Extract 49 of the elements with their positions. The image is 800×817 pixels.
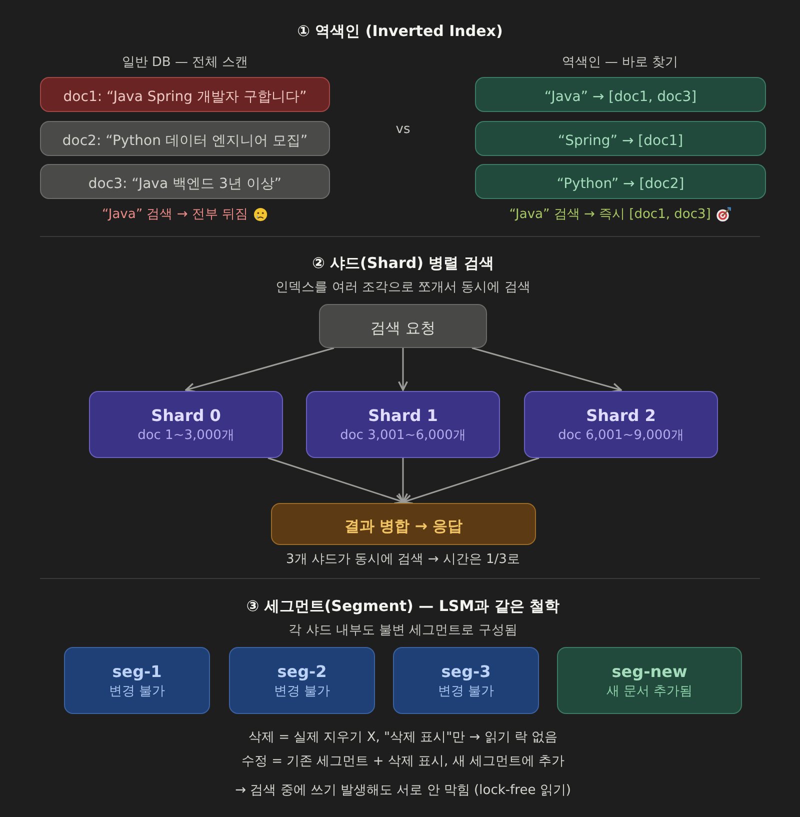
arrow [268, 457, 404, 504]
segment-name: seg-new [612, 660, 688, 682]
note: 삭제 = 실제 지우기 X, "삭제 표시"만 → 읽기 락 없음 [248, 729, 558, 746]
arrow [402, 457, 540, 504]
doc-range: doc 1~3,000개 [138, 426, 234, 444]
merge-box: 결과 병합 → 응답 [271, 503, 536, 545]
segment-name: seg-2 [277, 660, 327, 682]
caption: “Java” 검색 → 즉시 [doc1, doc3] [509, 206, 711, 223]
arrow [398, 458, 408, 503]
subheading: 역색인 — 바로 찾기 [562, 54, 678, 71]
document-box: doc2: “Python 데이터 엔지니어 모집” [40, 121, 330, 156]
shard-box [306, 391, 500, 458]
arrow [185, 347, 334, 393]
shard-title: Shard 1 [368, 404, 438, 426]
segment-name: seg-1 [112, 660, 162, 682]
heading: ② 샤드(Shard) 병렬 검색 [312, 254, 494, 273]
heading: ③ 세그먼트(Segment) — LSM과 같은 철학 [246, 597, 560, 616]
doc-range: doc 3,001~6,000개 [340, 426, 466, 444]
caption: 3개 샤드가 동시에 검색 → 시간은 1/3로 [286, 551, 520, 568]
vs-label: vs [396, 122, 410, 137]
segment-box [64, 647, 210, 714]
shard-box [524, 391, 718, 458]
note: → 검색 중에 쓰기 발생해도 서로 안 막힘 (lock-free 읽기) [235, 782, 571, 799]
segment-status: 변경 불가 [108, 682, 166, 700]
segment-status: 새 문서 추가됨 [606, 682, 693, 700]
doc-range: doc 6,001~9,000개 [558, 426, 684, 444]
subheading: 일반 DB — 전체 스캔 [122, 54, 248, 71]
shard-title: Shard 2 [586, 404, 656, 426]
shard-title: Shard 0 [151, 404, 221, 426]
segment-name: seg-3 [441, 660, 491, 682]
segment-status: 변경 불가 [438, 682, 494, 700]
arrow [472, 347, 622, 393]
segment-status: 변경 불가 [274, 682, 330, 700]
shard-box [89, 391, 283, 458]
caption: “Java” 검색 → 전부 뒤짐 [102, 206, 248, 223]
heading: ① 역색인 (Inverted Index) [297, 22, 503, 41]
arrow [398, 348, 408, 391]
subheading: 인덱스를 여러 조각으로 쪼개서 동시에 검색 [276, 279, 530, 296]
index-entry-box: “Spring” → [doc1] [475, 121, 766, 156]
index-entry-box: “Java” → [doc1, doc3] [475, 77, 766, 112]
index-entry-box: “Python” → [doc2] [475, 164, 766, 199]
request-box: 검색 요청 [319, 304, 487, 348]
document-box: doc1: “Java Spring 개발자 구합니다” [40, 77, 330, 112]
segment-box [393, 647, 539, 714]
subheading: 각 샤드 내부도 불변 세그먼트로 구성됨 [288, 622, 518, 639]
segment-box [557, 647, 742, 714]
segment-box [229, 647, 375, 714]
document-box: doc3: “Java 백엔드 3년 이상” [40, 164, 330, 199]
note: 수정 = 기존 세그먼트 + 삭제 표시, 새 세그먼트에 추가 [241, 753, 565, 770]
